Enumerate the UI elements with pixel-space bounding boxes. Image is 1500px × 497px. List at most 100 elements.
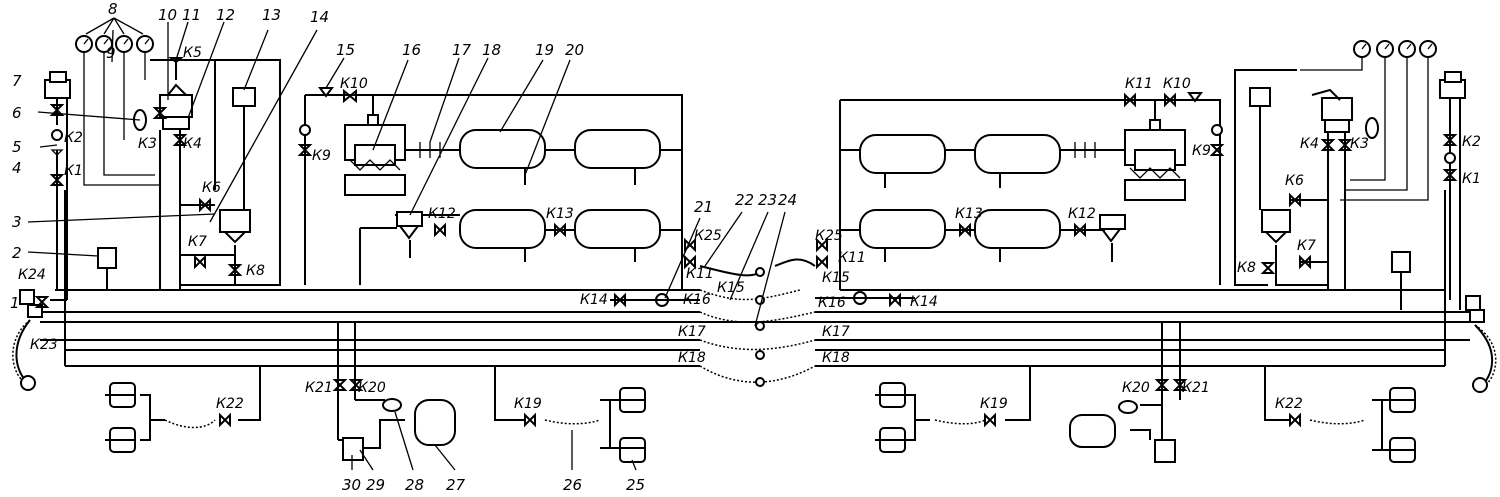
valve-label-k6: К6: [202, 180, 221, 196]
callout-13: 13: [262, 6, 281, 24]
valve-label-k25: К25: [694, 228, 722, 244]
callout-21: 21: [694, 198, 713, 216]
valve-label-k22: К22: [216, 396, 244, 412]
callout-9: 9: [106, 44, 116, 62]
callout-25: 25: [626, 476, 645, 494]
valve-label-k3: К3: [138, 136, 157, 152]
callout-7: 7: [12, 72, 22, 90]
valve-label-k13: К13: [546, 206, 574, 222]
callout-8: 8: [108, 0, 118, 18]
valve-label-k2: К2: [64, 130, 83, 146]
brake-cylinder-icon: [619, 437, 646, 463]
air-distributor-icon: [342, 437, 364, 461]
valve-label-k12: К12: [428, 206, 456, 222]
valve-label-k11: К11: [686, 266, 714, 282]
callout-12: 12: [216, 6, 235, 24]
valve-label-k10-right: К10: [1163, 76, 1191, 92]
callout-2: 2: [12, 244, 22, 262]
oil-separator-icon: [396, 211, 423, 227]
valve-label-k25-right: К25: [815, 228, 843, 244]
air-distributor-icon: [1154, 439, 1176, 463]
valve-label-k8: К8: [246, 263, 265, 279]
oil-separator-icon: [1099, 214, 1126, 230]
valve-label-k24: К24: [18, 267, 46, 283]
valve-label-k4: К4: [183, 136, 202, 152]
valve-symbols: [34, 92, 1458, 428]
valve-label-k18-right: К18: [822, 350, 850, 366]
callout-6: 6: [12, 104, 22, 122]
valve-label-k13-right: К13: [955, 206, 983, 222]
callout-14: 14: [310, 8, 329, 26]
main-reservoir-icon: [459, 129, 546, 169]
valve-label-k11-top: К11: [1125, 76, 1153, 92]
main-reservoir-icon: [859, 209, 946, 249]
valve-label-k2-right: К2: [1462, 134, 1481, 150]
valve-label-k9: К9: [312, 148, 331, 164]
callout-28: 28: [405, 476, 424, 494]
callout-11: 11: [182, 6, 201, 24]
main-reservoir-icon: [574, 129, 661, 169]
callout-5: 5: [12, 138, 22, 156]
left-cab-equipment: [12, 17, 281, 391]
valve-label-k16-right: К16: [818, 295, 846, 311]
valve-label-k21: К21: [305, 380, 333, 396]
auxiliary-brake-valve-icon: [159, 94, 193, 118]
valve-label-k17-right: К17: [822, 324, 850, 340]
gauge-13-icon: [1249, 87, 1271, 107]
valve-label-k9-right: К9: [1192, 143, 1211, 159]
callout-20: 20: [565, 41, 584, 59]
main-reservoir-icon: [459, 209, 546, 249]
callout-19: 19: [535, 41, 554, 59]
callout-29: 29: [366, 476, 385, 494]
valve-label-k14-right: К14: [910, 294, 938, 310]
callout-labels: 1 2 3 4 5 6 7 8 9 10 11 12 13 14 15 16 1…: [10, 0, 797, 494]
valve-label-k5: К5: [183, 45, 202, 61]
right-cab-equipment: [1234, 40, 1497, 393]
valve-label-k3-right: К3: [1350, 136, 1369, 152]
valve-label-k15-right: К15: [822, 270, 850, 286]
valve-labels: К1 К2 К3 К4 К5 К6 К7 К8 К9 К10 К12 К13 К…: [18, 45, 1481, 412]
valve-label-k19-right: К19: [980, 396, 1008, 412]
gauge-13-icon: [232, 87, 256, 107]
right-compressor-group: [815, 92, 1223, 305]
left-compressor-group: [297, 87, 816, 387]
valve-label-k22-right: К22: [1275, 396, 1303, 412]
valve-label-k15: К15: [717, 280, 745, 296]
callout-16: 16: [402, 41, 421, 59]
valve-label-k14: К14: [580, 292, 608, 308]
main-reservoir-icon: [574, 209, 661, 249]
valve-label-k20-right: К20: [1122, 380, 1150, 396]
valve-label-k1: К1: [64, 163, 83, 179]
callout-18: 18: [482, 41, 501, 59]
main-reservoir-icon: [859, 134, 946, 174]
valve-label-k20: К20: [358, 380, 386, 396]
auxiliary-brake-valve-icon: [1321, 97, 1353, 121]
callout-22: 22: [735, 191, 754, 209]
valve-label-k18: К18: [678, 350, 706, 366]
callout-23: 23: [758, 191, 777, 209]
valve-label-k23: К23: [30, 337, 58, 353]
valve-label-k10: К10: [340, 76, 368, 92]
valve-label-k4-right: К4: [1300, 136, 1319, 152]
callout-15: 15: [336, 41, 355, 59]
callout-27: 27: [446, 476, 466, 494]
valve-label-k7-right: К7: [1297, 238, 1316, 254]
valve-label-k11-right: К11: [838, 250, 866, 266]
main-reservoir-icon: [974, 134, 1061, 174]
callout-4: 4: [12, 159, 22, 177]
callout-26: 26: [563, 476, 582, 494]
valve-label-k16: К16: [683, 292, 711, 308]
valve-label-k1-right: К1: [1462, 171, 1481, 187]
valve-label-k8-right: К8: [1237, 260, 1256, 276]
valve-label-k21-right: К21: [1182, 380, 1210, 396]
spare-reservoir-icon: [1069, 414, 1116, 448]
valve-label-k7: К7: [188, 234, 207, 250]
valve-label-k17: К17: [678, 324, 706, 340]
callout-24: 24: [778, 191, 797, 209]
callout-17: 17: [452, 41, 472, 59]
spare-reservoir-icon: [414, 399, 456, 446]
air-distributors: [337, 322, 1181, 463]
callout-10: 10: [158, 6, 177, 24]
callout-1: 1: [10, 294, 20, 312]
